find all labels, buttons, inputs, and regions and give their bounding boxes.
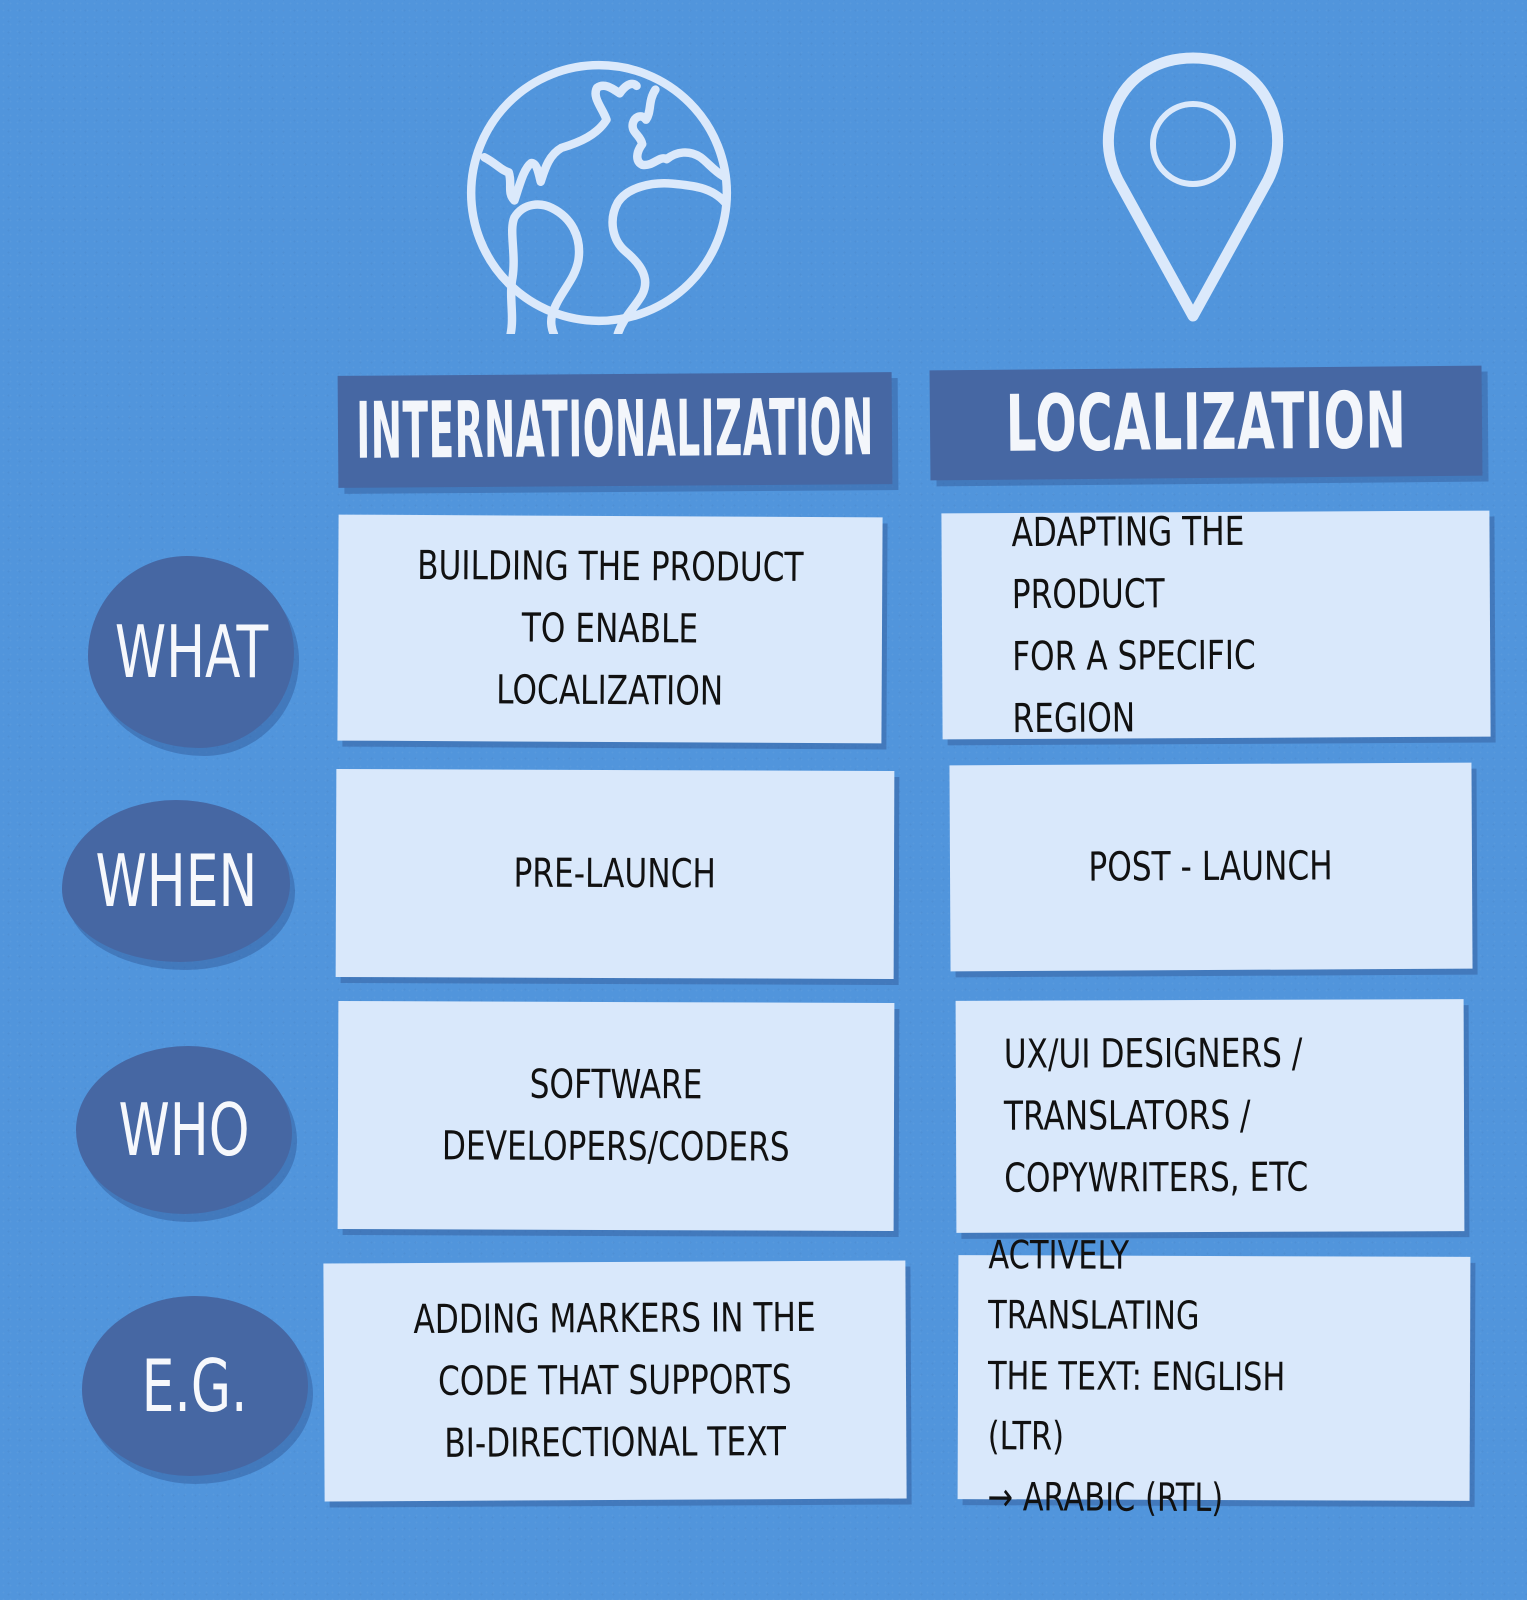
row-label-text: WHAT	[114, 610, 268, 694]
column-header-label: INTERNATIONALIZATION	[355, 383, 875, 477]
row-label-text: WHEN	[95, 839, 257, 923]
globe-icon	[458, 52, 740, 334]
cell-what-localization: ADAPTING THE PRODUCT FOR A SPECIFIC REGI…	[941, 509, 1491, 742]
cell-text: UX/UI DESIGNERS / TRANSLATORS / COPYWRIT…	[1003, 1030, 1309, 1202]
location-pin-icon	[1100, 52, 1286, 326]
row-label-when: WHEN	[62, 800, 290, 962]
cell-when-localization: POST - LAUNCH	[949, 762, 1473, 972]
row-label-who: WHO	[76, 1046, 292, 1214]
column-header-label: LOCALIZATION	[1005, 376, 1407, 470]
cell-who-internationalization: SOFTWARE DEVELOPERS/CODERS	[337, 1001, 895, 1231]
row-label-text: E.G.	[142, 1344, 248, 1428]
cell-text: ADDING MARKERS IN THE CODE THAT SUPPORTS…	[413, 1294, 816, 1467]
cell-who-localization: UX/UI DESIGNERS / TRANSLATORS / COPYWRIT…	[955, 999, 1465, 1233]
cell-text: POST - LAUNCH	[1088, 843, 1334, 891]
cell-what-internationalization: BUILDING THE PRODUCT TO ENABLE LOCALIZAT…	[337, 514, 883, 744]
row-label-what: WHAT	[88, 556, 294, 748]
row-label-text: WHO	[118, 1088, 250, 1172]
cell-text: SOFTWARE DEVELOPERS/CODERS	[441, 1061, 790, 1171]
cell-example-localization: ACTIVELY TRANSLATING THE TEXT: ENGLISH (…	[957, 1233, 1471, 1521]
cell-text: ACTIVELY TRANSLATING THE TEXT: ENGLISH (…	[987, 1233, 1286, 1521]
cell-text: ADAPTING THE PRODUCT FOR A SPECIFIC REGI…	[1011, 508, 1256, 743]
cell-text: BUILDING THE PRODUCT TO ENABLE LOCALIZAT…	[417, 542, 804, 715]
row-label-example: E.G.	[82, 1296, 308, 1476]
cell-text: PRE-LAUNCH	[513, 850, 717, 898]
column-header-localization: LOCALIZATION	[929, 365, 1483, 481]
cell-example-internationalization: ADDING MARKERS IN THE CODE THAT SUPPORTS…	[323, 1260, 907, 1502]
cell-when-internationalization: PRE-LAUNCH	[335, 769, 895, 979]
column-header-internationalization: INTERNATIONALIZATION	[337, 372, 893, 488]
